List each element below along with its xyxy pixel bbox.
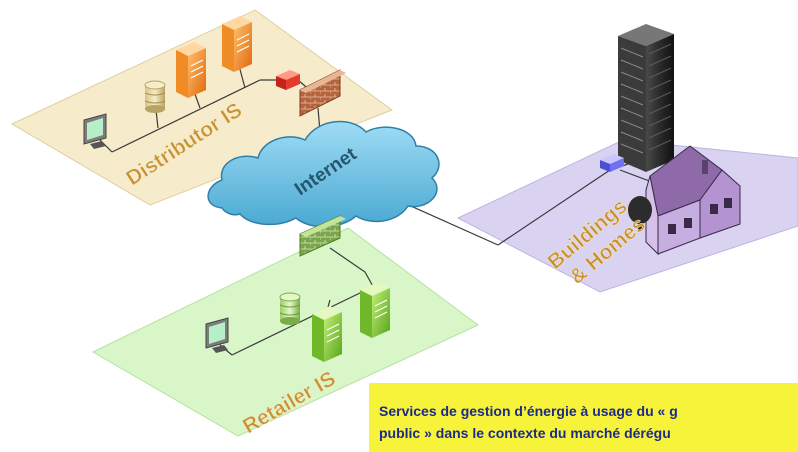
- tree-icon: [628, 196, 652, 230]
- distributor-zone: [10, 9, 394, 206]
- distributor-server-icon-2: [222, 16, 252, 72]
- retailer-firewall-icon: [299, 215, 346, 257]
- retailer-server-icon: [312, 306, 342, 362]
- distributor-server-icon: [176, 42, 206, 98]
- retailer-zone: [91, 227, 479, 437]
- skyscraper-icon: [618, 24, 674, 172]
- distributor-database-icon: [144, 80, 166, 113]
- caption-line-1: Services de gestion d’énergie à usage du…: [379, 403, 678, 419]
- retailer-database-icon: [279, 292, 301, 325]
- distributor-router-icon: [276, 70, 300, 90]
- distributor-monitor-icon: [83, 113, 107, 149]
- caption-line-2: public » dans le contexte du marché déré…: [379, 425, 671, 441]
- retailer-server-icon-2: [360, 282, 390, 338]
- retailer-monitor-icon: [205, 317, 229, 353]
- distributor-firewall-icon: [299, 69, 346, 117]
- internet-cloud: Internet: [207, 120, 440, 228]
- gateway-icon: [600, 154, 624, 172]
- caption-box: Services de gestion d’énergie à usage du…: [369, 383, 798, 452]
- house-icon: [645, 145, 741, 256]
